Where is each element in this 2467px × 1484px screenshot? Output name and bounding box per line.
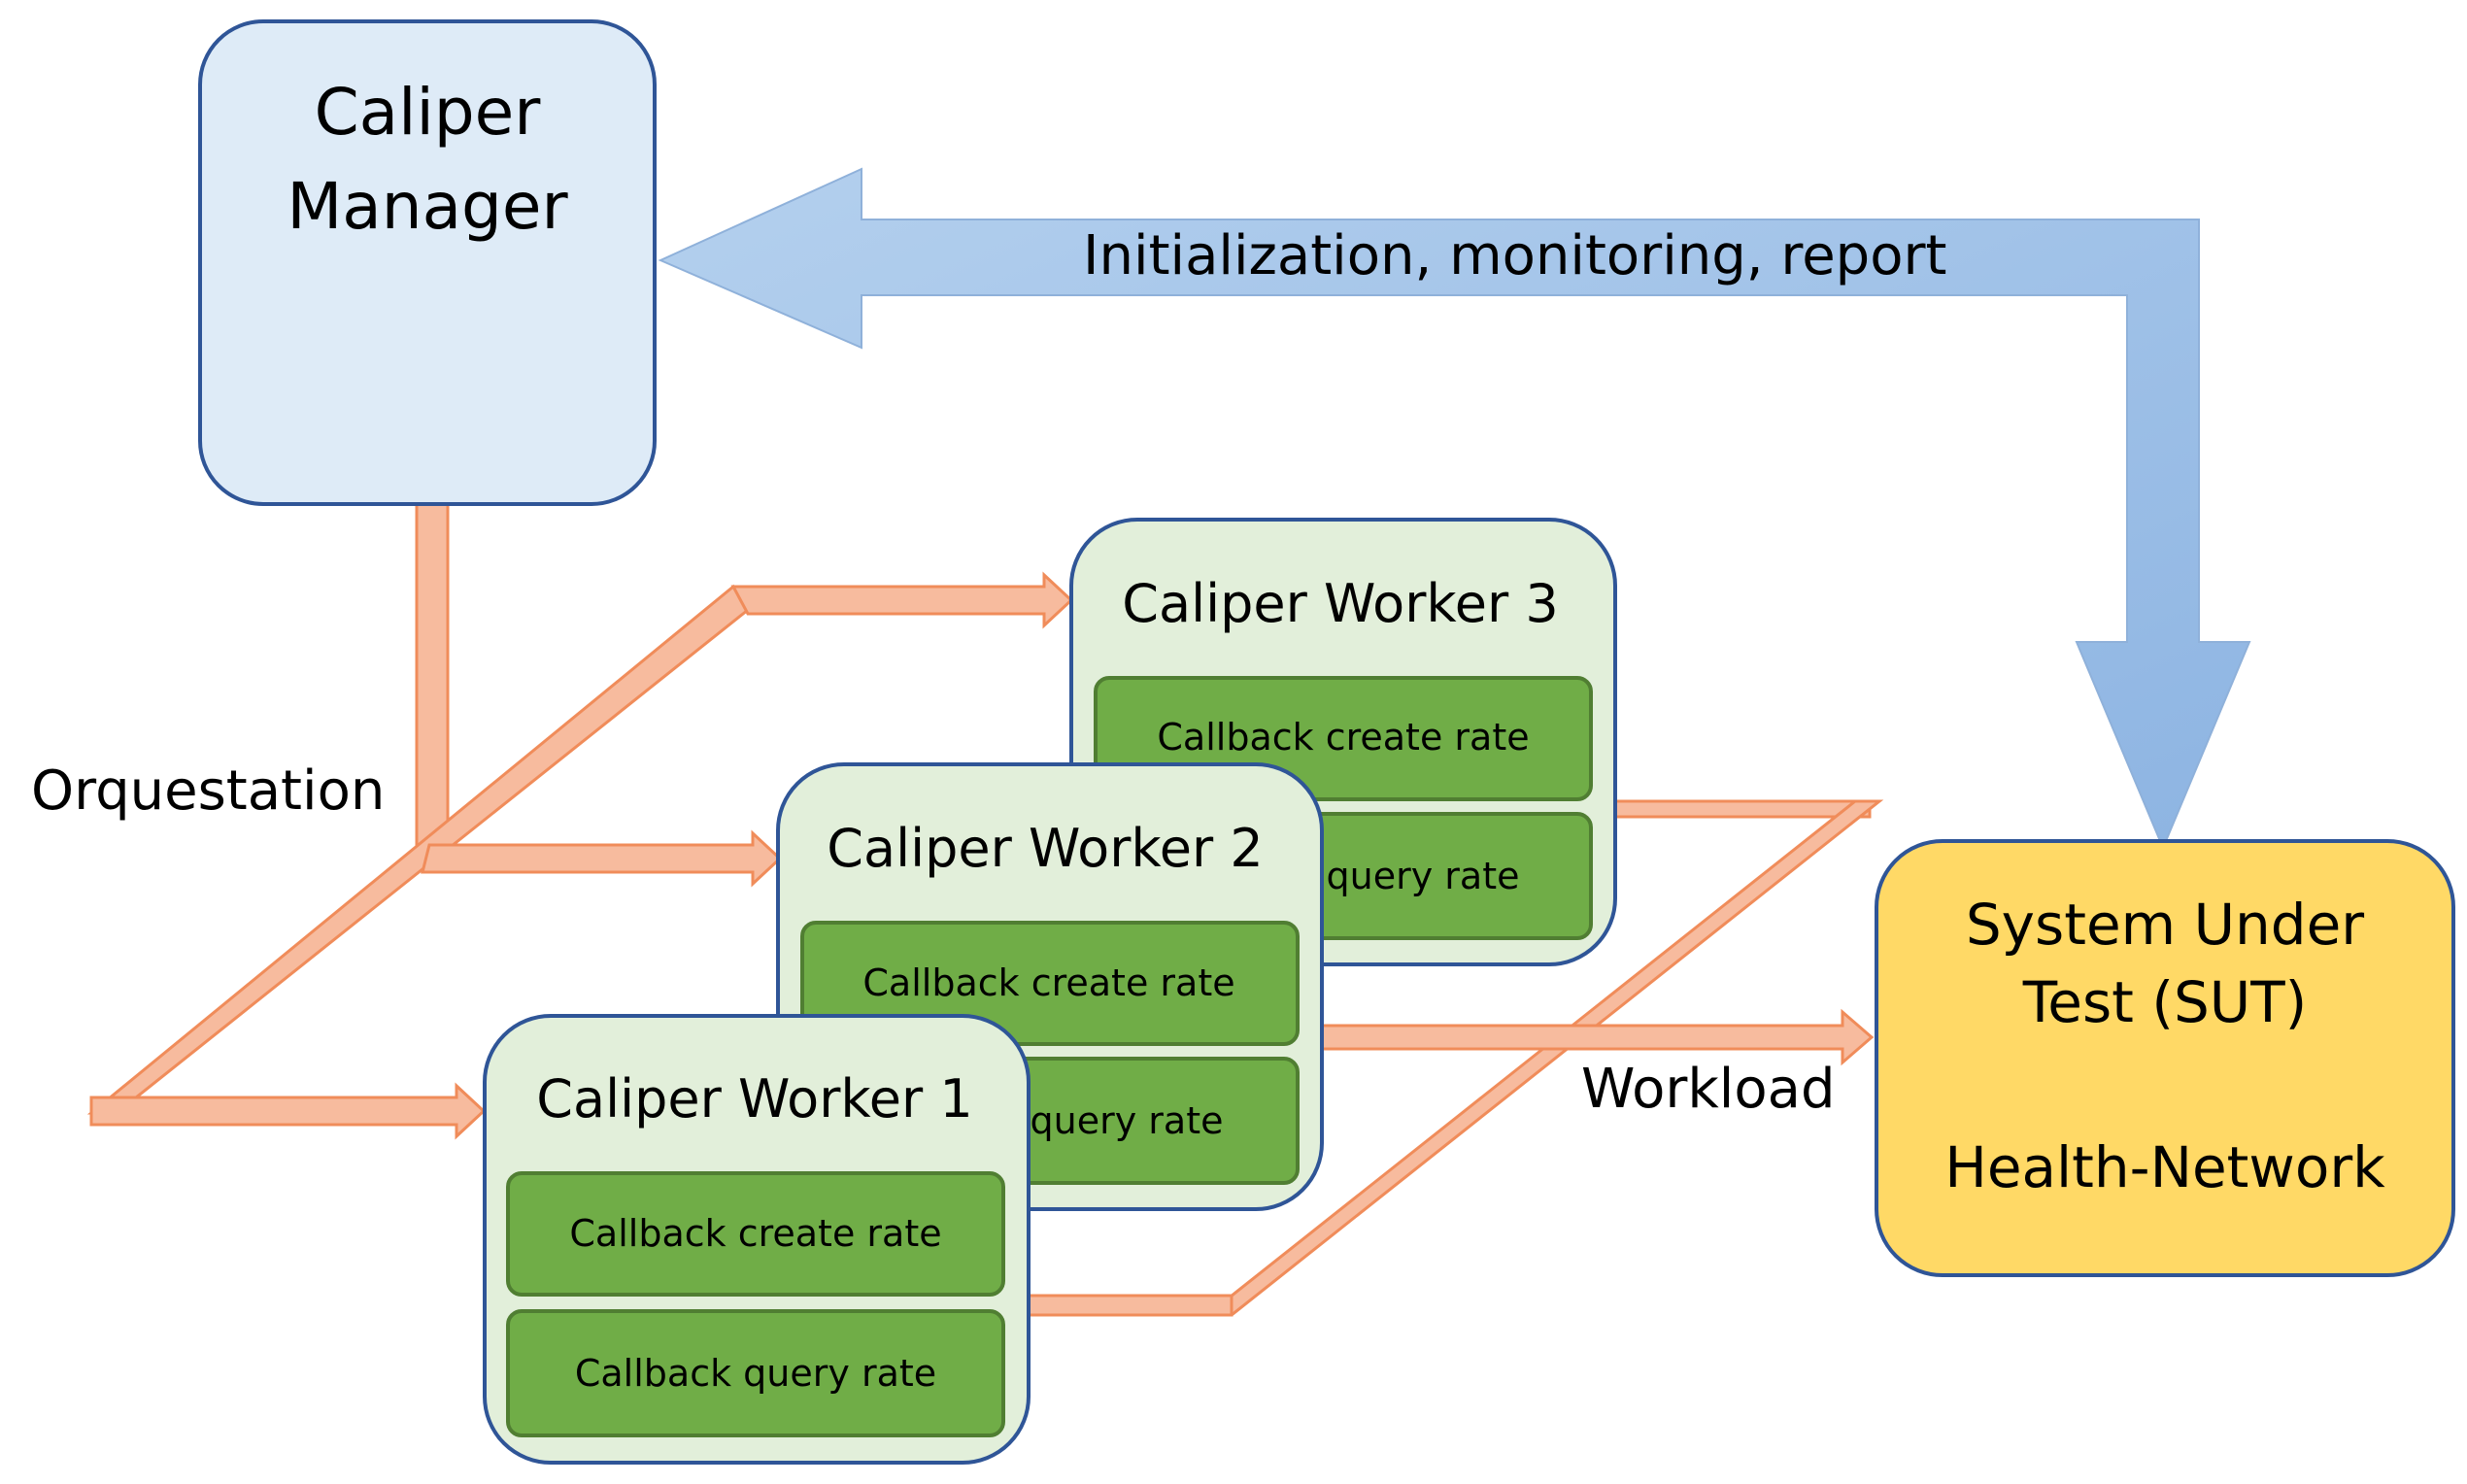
caliper-worker-1: Caliper Worker 1 Callback create rate Ca… bbox=[483, 1014, 1031, 1465]
worker-1-create-rate-label: Callback create rate bbox=[569, 1212, 941, 1255]
worker-2-create-rate-bar bbox=[800, 921, 1300, 1046]
orchestration-rail-top bbox=[730, 571, 1074, 629]
worker-2-create-rate-label: Callback create rate bbox=[862, 961, 1234, 1004]
caliper-manager-box: Caliper Manager bbox=[198, 19, 657, 506]
system-under-test-box: System Under Test (SUT) Health-Network bbox=[1875, 839, 2455, 1277]
worker-1-query-rate-bar bbox=[506, 1309, 1005, 1437]
workload-arrow-to-sut bbox=[1319, 1008, 1875, 1066]
workload-label: Workload bbox=[1581, 1058, 1836, 1121]
manager-title-line2: Manager bbox=[287, 169, 568, 244]
workload-rail-bottom bbox=[1026, 1294, 1234, 1317]
sut-line2: Test (SUT) bbox=[2022, 969, 2308, 1035]
orchestration-stem bbox=[415, 502, 450, 860]
worker-3-title: Caliper Worker 3 bbox=[1122, 573, 1558, 634]
workload-rail-top bbox=[1613, 799, 1872, 819]
worker-1-query-rate-label: Callback query rate bbox=[575, 1352, 936, 1395]
feedback-arrow-label: Initialization, monitoring, report bbox=[1083, 224, 1946, 287]
workload-arrows bbox=[1026, 799, 1884, 1317]
worker-1-create-rate-bar bbox=[506, 1171, 1005, 1297]
worker-1-title: Caliper Worker 1 bbox=[536, 1068, 972, 1130]
sut-line3: Health-Network bbox=[1944, 1134, 2385, 1200]
manager-title-line1: Caliper bbox=[315, 75, 542, 150]
worker-3-create-rate-label: Callback create rate bbox=[1157, 716, 1529, 759]
worker-2-query-rate-label: query rate bbox=[1031, 1099, 1224, 1142]
orchestration-rail-bottom bbox=[89, 1082, 487, 1140]
orchestration-arrows bbox=[86, 502, 1074, 1140]
sut-line1: System Under bbox=[1966, 892, 2364, 958]
worker-3-query-rate-label: query rate bbox=[1327, 855, 1520, 897]
orchestration-label: Orquestation bbox=[31, 759, 385, 823]
orchestration-branch-mid bbox=[421, 829, 783, 888]
worker-2-title: Caliper Worker 2 bbox=[827, 818, 1263, 879]
